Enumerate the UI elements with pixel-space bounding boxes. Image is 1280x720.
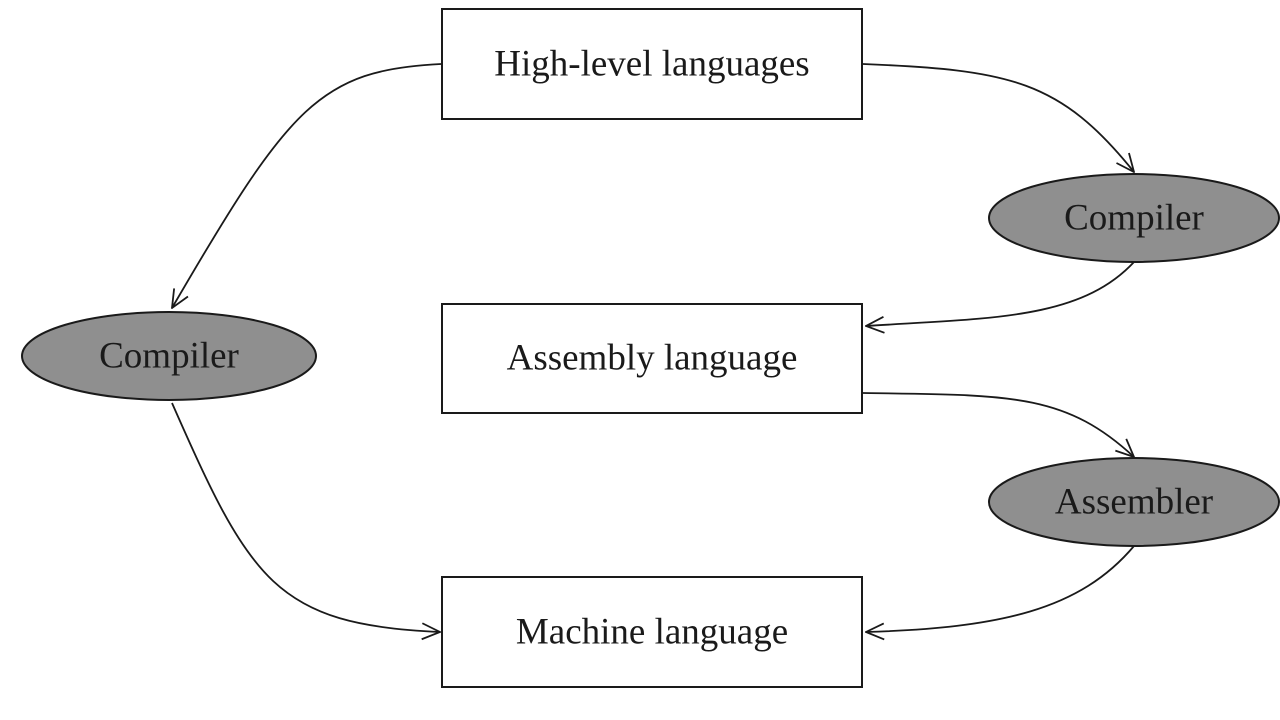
assembler-node: Assembler [988,457,1280,547]
compiler-right-label: Compiler [1064,198,1204,239]
assembly-language-label: Assembly language [507,338,798,379]
compiler-right-node: Compiler [988,173,1280,263]
high-level-languages-label: High-level languages [494,44,809,85]
assembler-label: Assembler [1055,482,1213,523]
edge-assembler-to-machine [866,545,1135,632]
high-level-languages-box: High-level languages [441,8,863,120]
edge-compiler-left-to-machine [171,402,440,632]
machine-language-box: Machine language [441,576,863,688]
machine-language-label: Machine language [516,612,788,653]
edge-highlevel-to-compiler-left [172,63,442,308]
compiler-left-label: Compiler [99,336,239,377]
edge-compiler-right-to-assembly [866,261,1135,326]
edge-assembly-to-assembler [862,392,1134,457]
compiler-left-node: Compiler [21,311,317,401]
assembly-language-box: Assembly language [441,303,863,414]
edge-highlevel-to-compiler-right [862,63,1134,172]
